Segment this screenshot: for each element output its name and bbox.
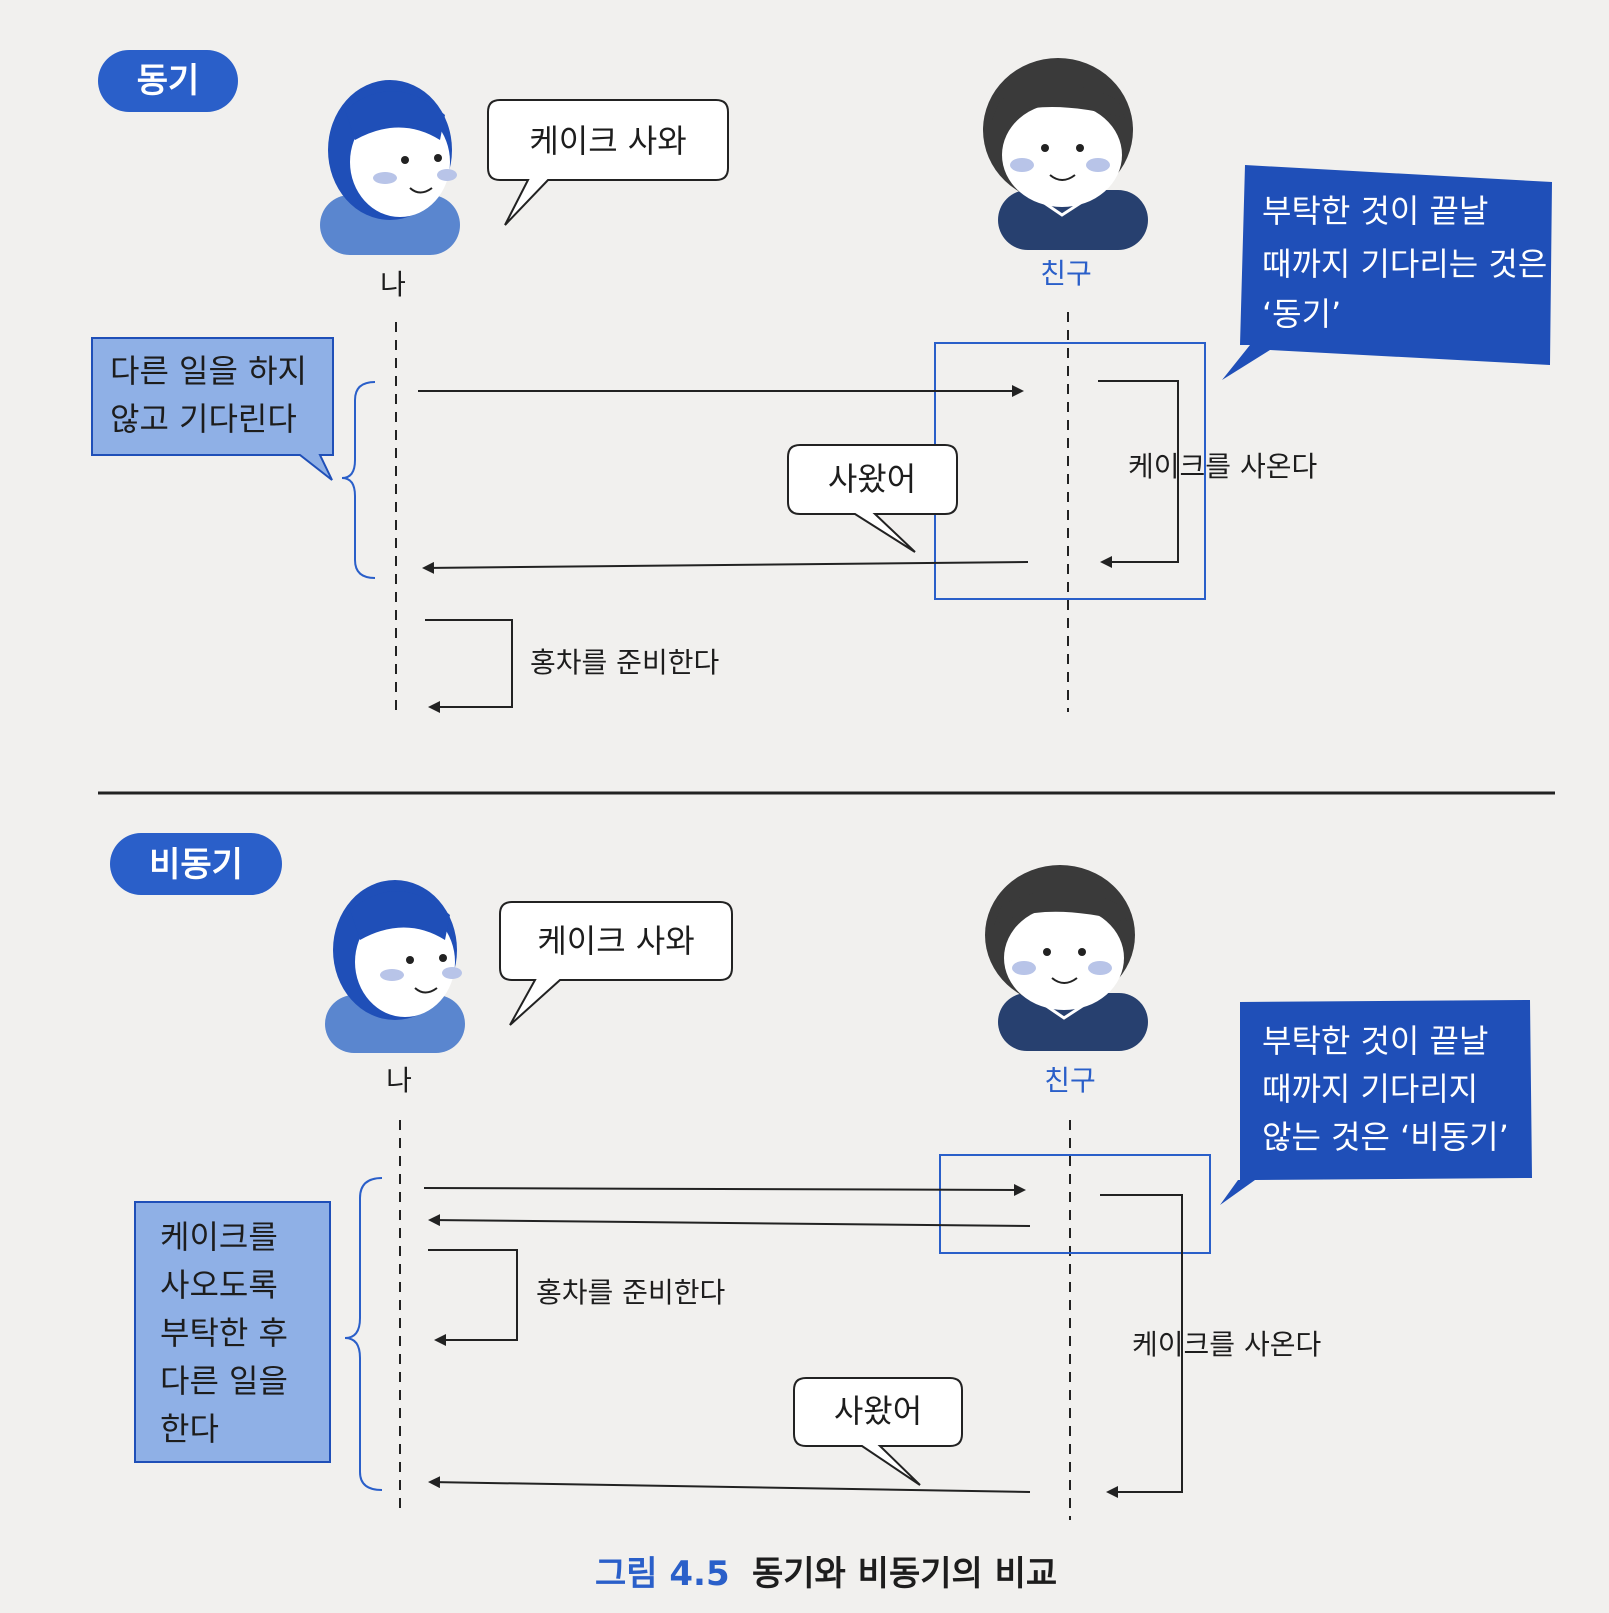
friend-avatar-icon-2 — [985, 865, 1148, 1051]
sync-waiting-line-2: 않고 기다린다 — [110, 400, 297, 438]
caption-number: 그림 4.5 — [595, 1554, 730, 1594]
sync-section: 동기 나 케이크 사와 — [91, 50, 1552, 715]
sync-waiting-line-1: 다른 일을 하지 — [110, 352, 307, 390]
async-label: 비동기 — [149, 845, 243, 885]
async-note-box: 부탁한 것이 끝날 때까지 기다리지 않는 것은 ‘비동기’ — [1220, 1000, 1532, 1205]
sync-note-line-1: 부탁한 것이 끝날 — [1262, 192, 1488, 230]
async-reply-arrow — [428, 1476, 1031, 1493]
sync-request-text: 케이크 사와 — [529, 122, 686, 160]
async-my-action-label: 홍차를 준비한다 — [536, 1276, 725, 1309]
figure-caption: 그림 4.5 동기와 비동기의 비교 — [595, 1554, 1057, 1594]
sync-reply-bubble: 사왔어 — [787, 444, 958, 553]
async-ack-arrow — [428, 1214, 1031, 1227]
sync-my-action-label: 홍차를 준비한다 — [530, 646, 719, 679]
friend-label: 친구 — [1040, 257, 1092, 290]
async-my-action-arrow — [428, 1249, 518, 1346]
async-doing-line-3: 부탁한 후 — [160, 1314, 288, 1352]
async-request-text: 케이크 사와 — [537, 922, 694, 960]
me-avatar-icon — [320, 80, 460, 255]
friend-label-2: 친구 — [1044, 1064, 1096, 1097]
async-reply-text: 사왔어 — [834, 1392, 922, 1430]
sync-label-pill: 동기 — [98, 50, 238, 112]
sync-reply-text: 사왔어 — [828, 460, 916, 498]
caption-title: 동기와 비동기의 비교 — [752, 1554, 1057, 1594]
async-friend-action-arrow — [1100, 1194, 1183, 1498]
async-note-line-1: 부탁한 것이 끝날 — [1262, 1022, 1488, 1060]
friend-avatar-icon — [983, 58, 1148, 250]
async-request-arrow — [423, 1183, 1026, 1196]
sync-request-bubble: 케이크 사와 — [487, 99, 729, 226]
async-friend-action-label: 케이크를 사온다 — [1132, 1328, 1321, 1361]
me-label-2: 나 — [386, 1064, 412, 1097]
async-reply-bubble: 사왔어 — [793, 1377, 963, 1486]
async-doing-line-4: 다른 일을 — [160, 1362, 288, 1400]
async-doing-brace — [344, 1177, 383, 1491]
sync-waiting-brace — [341, 381, 376, 579]
sync-waiting-box: 다른 일을 하지 않고 기다린다 — [91, 337, 334, 481]
sync-note-line-3: ‘동기’ — [1262, 295, 1341, 333]
me-label: 나 — [380, 268, 406, 301]
async-doing-line-2: 사오도록 — [160, 1266, 278, 1304]
async-doing-line-1: 케이크를 — [160, 1218, 278, 1256]
sync-reply-arrow — [422, 561, 1029, 574]
sync-my-action-arrow — [425, 619, 513, 713]
async-request-bubble: 케이크 사와 — [499, 901, 733, 1026]
sync-friend-action-label: 케이크를 사온다 — [1128, 450, 1317, 483]
async-doing-box: 케이크를 사오도록 부탁한 후 다른 일을 한다 — [134, 1201, 331, 1463]
async-section: 비동기 나 케이크 사와 — [110, 833, 1532, 1520]
async-label-pill: 비동기 — [110, 833, 282, 895]
me-avatar-icon-2 — [325, 880, 465, 1053]
async-highlight-box — [939, 1154, 1211, 1254]
async-note-line-2: 때까지 기다리지 — [1262, 1070, 1478, 1108]
sync-note-box: 부탁한 것이 끝날 때까지 기다리는 것은 ‘동기’ — [1222, 165, 1552, 380]
async-doing-line-5: 한다 — [160, 1410, 219, 1448]
sync-friend-action-arrow — [1098, 380, 1179, 568]
sync-label: 동기 — [137, 61, 200, 101]
sync-note-line-2: 때까지 기다리는 것은 — [1262, 245, 1547, 283]
async-note-line-3: 않는 것은 ‘비동기’ — [1262, 1118, 1509, 1156]
